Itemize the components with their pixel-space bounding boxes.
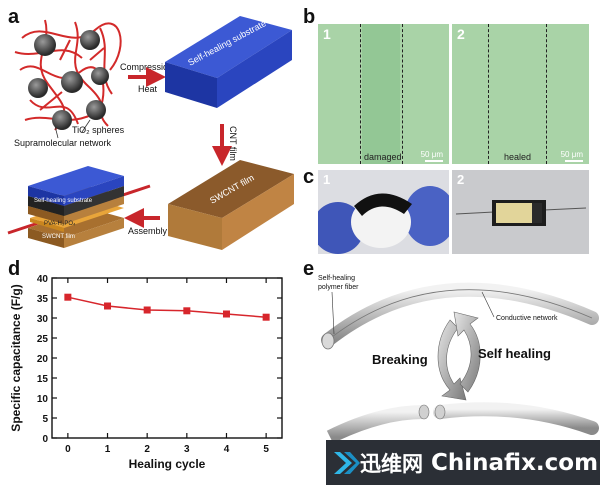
x-tick-label: 0 <box>65 444 71 455</box>
data-point <box>104 302 112 310</box>
x-tick-label: 4 <box>224 444 230 455</box>
tio2-spheres <box>28 30 109 130</box>
heat-label: Heat <box>138 84 158 94</box>
data-point <box>143 306 151 314</box>
scale-bar-2: 50 μm <box>560 150 583 159</box>
panel-letter-d: d <box>8 258 21 280</box>
healed-label: healed <box>504 152 532 162</box>
watermark-banner: 迅维网 Chinafix.com <box>326 440 600 485</box>
panel-letter-c: c <box>303 166 315 188</box>
data-point <box>64 293 72 301</box>
x-axis-label: Healing cycle <box>129 457 206 471</box>
y-tick-label: 25 <box>37 334 49 345</box>
data-point <box>183 307 191 315</box>
breaking-arrow <box>437 319 467 401</box>
tio2-label: TiO₂ spheres <box>72 125 125 135</box>
x-tick-label: 2 <box>144 444 150 455</box>
swcnt-block: SWCNT film <box>168 160 294 250</box>
micrograph-damaged: 1 damaged 50 μm <box>318 24 449 164</box>
damaged-label: damaged <box>364 152 402 162</box>
fiber-label-2: polymer fiber <box>318 284 359 291</box>
y-tick-label: 5 <box>42 414 48 425</box>
device-stack: Self-healing substrate PVA-H₃PO₄ SWCNT f… <box>7 166 151 248</box>
x-tick-label: 1 <box>105 444 111 455</box>
scale-bar-1: 50 μm <box>420 150 443 159</box>
y-tick-label: 10 <box>37 394 49 405</box>
panel-letter-a: a <box>8 6 20 28</box>
data-point <box>222 310 230 318</box>
breaking-label: Breaking <box>372 352 428 367</box>
stack-bot-label: SWCNT film <box>42 234 75 240</box>
panel-letter-e: e <box>303 258 315 280</box>
x-tick-label: 5 <box>263 444 269 455</box>
panel-a-schematic: TiO₂ spheres Supramolecular network Comp… <box>7 16 294 250</box>
assembly-label: Assembly <box>128 226 168 236</box>
fiber-label-1: Self-healing <box>318 275 355 282</box>
substrate-block: Self-healing substrate <box>165 16 292 108</box>
y-tick-label: 35 <box>37 294 49 305</box>
panel-letter-b: b <box>303 6 316 28</box>
stack-mid-label: PVA-H₃PO₄ <box>44 221 76 227</box>
capacitance-chart: 0 5 10 15 20 25 30 35 40 0 1 2 3 4 5 Specific capacita… <box>9 274 283 471</box>
photo-bent-device: 1 <box>318 170 449 254</box>
healing-label: Self healing <box>478 346 551 361</box>
data-point <box>262 313 270 321</box>
network-label: Supramolecular network <box>14 138 112 148</box>
stack-top-label: Self-healing substrate <box>34 198 93 204</box>
watermark-en: Chinafix.com <box>431 449 599 476</box>
photo-1-number: 1 <box>323 172 331 187</box>
micrograph-healed: 2 healed 50 μm <box>452 24 589 164</box>
y-tick-label: 15 <box>37 374 49 385</box>
y-tick-label: 40 <box>37 274 49 285</box>
micrograph-2-number: 2 <box>457 26 465 42</box>
y-tick-label: 20 <box>37 354 49 365</box>
healing-arrow <box>453 311 481 393</box>
micrograph-1-number: 1 <box>323 26 331 42</box>
photo-flat-device: 2 <box>452 170 589 254</box>
series-line <box>67 296 267 318</box>
watermark-logo-icon <box>334 452 360 474</box>
cnt-label: CNT film <box>228 126 238 161</box>
y-tick-label: 0 <box>42 434 48 445</box>
conductive-label: Conductive network <box>496 315 558 322</box>
panel-e-schematic: Self-healing polymer fiber Conductive ne… <box>318 275 599 440</box>
x-tick-label: 3 <box>184 444 190 455</box>
watermark-cn: 迅维网 <box>360 451 423 476</box>
photo-2-number: 2 <box>457 172 465 187</box>
y-tick-label: 30 <box>37 314 49 325</box>
y-axis-label: Specific capacitance (F/g) <box>9 284 23 431</box>
